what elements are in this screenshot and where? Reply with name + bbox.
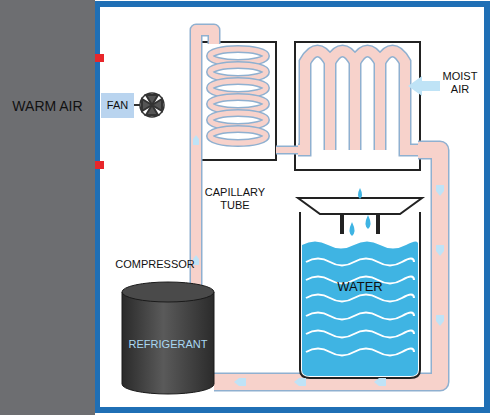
part-label: CAPILLARY TUBE — [198, 186, 272, 212]
pipe-outline — [276, 146, 298, 155]
refrigerant-pipe — [214, 150, 440, 382]
coil-outline — [210, 129, 266, 143]
fan-blades — [142, 95, 162, 115]
water-body — [302, 242, 418, 377]
evaporator-coil — [298, 51, 418, 150]
condenser-coil — [210, 65, 266, 79]
condenser-box — [200, 42, 276, 160]
pipe-outline — [214, 150, 440, 382]
housing — [97, 4, 487, 410]
part-label: COMPRESSOR — [110, 258, 200, 271]
coil-outline — [210, 65, 266, 79]
condenser-coil — [210, 81, 266, 95]
warm-air-panel: WARM AIR — [0, 0, 95, 415]
coil-outline — [210, 113, 266, 127]
part-label: MOIST AIR — [436, 70, 484, 96]
flow-arrow — [294, 378, 306, 386]
fan-symbol — [140, 93, 164, 117]
water-wave — [306, 313, 414, 320]
flow-arrow — [234, 378, 246, 386]
coil-outline — [210, 97, 266, 111]
flow-arrow — [436, 185, 444, 196]
compressor-body: REFRIGERANT — [122, 282, 214, 394]
node-text: FAN — [107, 99, 128, 112]
node-text: REFRIGERANT — [129, 338, 208, 351]
node-text: WARM AIR — [12, 98, 82, 114]
fan-shaft — [134, 104, 140, 106]
water-wave — [306, 259, 414, 266]
moist-air-arrow — [408, 76, 440, 96]
flow-arrow — [374, 378, 386, 386]
water-region: WATER — [306, 270, 414, 304]
coil-outline — [298, 51, 418, 150]
flow-arrow — [436, 245, 444, 256]
flow-arrow — [436, 315, 444, 326]
node-text: WATER — [337, 280, 383, 295]
condenser-coil — [210, 113, 266, 127]
flow-arrow — [193, 135, 199, 145]
condenser-coil — [210, 49, 266, 63]
water-tank — [300, 212, 420, 378]
condenser-coil — [210, 129, 266, 143]
fan-box: FAN — [101, 93, 134, 118]
water-wave — [306, 349, 414, 356]
water-wave — [306, 295, 414, 302]
evaporator-box — [295, 42, 420, 170]
coil-outline — [210, 81, 266, 95]
funnel — [298, 198, 422, 214]
compressor-cylinder — [122, 282, 214, 394]
coil-outline — [210, 49, 266, 63]
condenser-coil — [210, 97, 266, 111]
water-wave — [306, 331, 414, 338]
water-drops — [350, 188, 371, 236]
refrigerant-pipe — [276, 147, 298, 153]
